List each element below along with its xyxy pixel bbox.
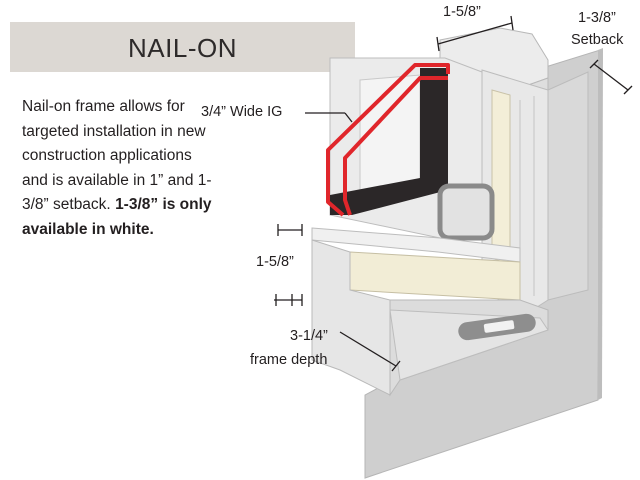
leader-glass-end bbox=[344, 112, 353, 123]
depth-word-label: frame depth bbox=[250, 352, 328, 368]
setback-value-label: 1-3/8” bbox=[578, 10, 616, 26]
side-width-label: 1-5/8” bbox=[256, 254, 294, 270]
page-title: NAIL-ON bbox=[128, 33, 237, 63]
dim-top-tick-left bbox=[436, 36, 440, 52]
glass-lite-inner bbox=[343, 76, 448, 216]
top-width-label: 1-5/8” bbox=[443, 4, 481, 20]
sash-grip bbox=[437, 183, 495, 241]
glass-lite-outer bbox=[326, 63, 450, 217]
description-bold: 1-3/8” is only available in white. bbox=[22, 196, 212, 238]
title-band: NAIL-ON bbox=[10, 22, 355, 72]
dim-top-tick-right bbox=[510, 15, 514, 31]
jamb-channel bbox=[491, 89, 511, 266]
description: Nail-on frame allows for targeted instal… bbox=[22, 95, 212, 242]
description-text: Nail-on frame allows for targeted instal… bbox=[22, 98, 212, 213]
dim-depth-tick-end bbox=[391, 360, 401, 372]
setback-word-label: Setback bbox=[571, 32, 624, 48]
dim-top-line bbox=[437, 22, 513, 45]
dim-setback-tick-bottom bbox=[623, 85, 633, 95]
dim-setback-tick-top bbox=[589, 59, 599, 69]
weep-cover bbox=[483, 320, 515, 333]
nail-fin-edge bbox=[598, 48, 603, 400]
dim-setback-line bbox=[593, 63, 629, 91]
ig-spacer bbox=[330, 68, 448, 215]
depth-value-label: 3-1/4” bbox=[290, 328, 328, 344]
jamb-face bbox=[547, 71, 589, 301]
dim-depth-line bbox=[339, 331, 397, 367]
glass-label: 3/4” Wide IG bbox=[201, 104, 283, 120]
